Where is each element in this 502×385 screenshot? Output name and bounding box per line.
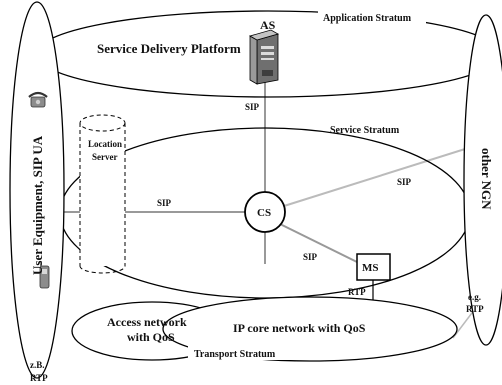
access-network-label-1: Access network	[107, 315, 187, 329]
ms-label: MS	[362, 262, 379, 274]
user-equipment-label: User Equipment, SIP UA	[30, 135, 45, 275]
sip-as-cs-label: SIP	[245, 102, 260, 112]
ip-core-label: IP core network with QoS	[233, 321, 366, 335]
access-network-label-2: with QoS	[127, 330, 175, 344]
cs-label: CS	[257, 207, 271, 219]
location-server-label-1: Location	[88, 139, 122, 149]
zb-label: z.B.	[30, 360, 45, 370]
transport-stratum-label: Transport Stratum	[194, 349, 276, 360]
service-stratum-label: Service Stratum	[330, 125, 400, 136]
mobile-phone-icon	[39, 261, 50, 289]
rtp-ue-label: RTP	[30, 373, 48, 383]
eg-label: e.g.	[468, 292, 481, 302]
other-ngn-label: other NGN	[479, 148, 494, 210]
link-cs-ms	[279, 223, 358, 263]
location-server-label-2: Server	[92, 152, 117, 162]
ip-core-network-ellipse	[162, 296, 458, 362]
sip-cs-ms-label: SIP	[303, 252, 318, 262]
user-equipment-ellipse	[9, 1, 65, 379]
as-label: AS	[260, 18, 276, 32]
other-ngn-ellipse	[463, 14, 502, 346]
rtp-ms-label: RTP	[348, 287, 366, 297]
location-server-cylinder	[79, 114, 126, 274]
server-icon	[248, 29, 280, 85]
ms-node	[356, 253, 391, 281]
rtp-ngn-label: RTP	[466, 304, 484, 314]
application-stratum-label: Application Stratum	[323, 13, 412, 24]
sip-ue-cs-label: SIP	[157, 198, 172, 208]
sip-cs-ngn-label: SIP	[397, 177, 412, 187]
sdp-label: Service Delivery Platform	[97, 41, 241, 56]
cs-node	[244, 191, 286, 233]
telephone-icon	[28, 91, 48, 108]
